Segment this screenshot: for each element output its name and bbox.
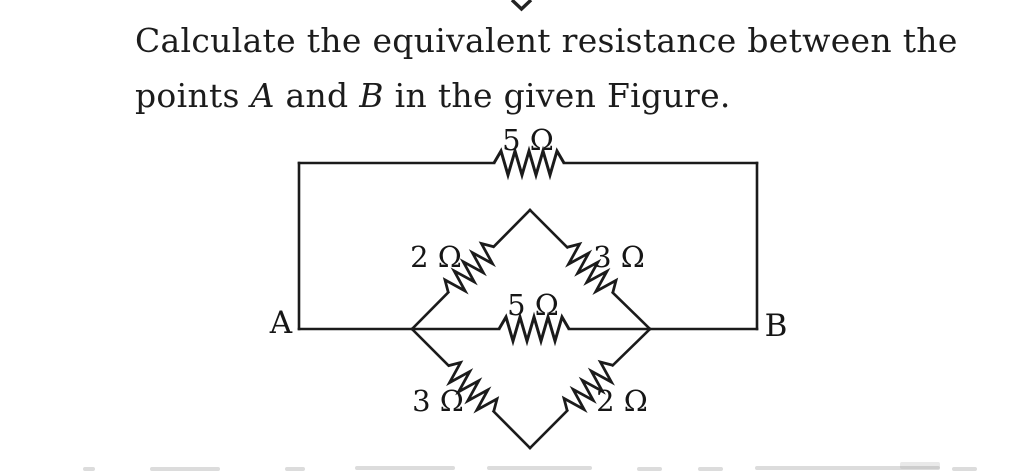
- wire-lower-left-branch: [410, 327, 532, 450]
- terminal-a-label: A: [269, 305, 293, 341]
- question-line2-part: and: [274, 76, 360, 115]
- cropped-text-fragment: [150, 467, 220, 471]
- cropped-text-fragment: [285, 467, 305, 471]
- cropped-text-fragment: [487, 466, 592, 470]
- resistor-label-top: 5 Ω: [502, 123, 554, 157]
- wire-lower-right-branch: [528, 327, 652, 450]
- cropped-text-fragment: [698, 467, 723, 471]
- point-b-italic: B: [359, 76, 384, 115]
- question-line2-part: points: [135, 76, 251, 115]
- resistor-label-lower-left: 3 Ω: [412, 384, 464, 418]
- cropped-text-fragment: [755, 466, 940, 470]
- cropped-text-fragment: [355, 466, 455, 470]
- resistor-label-middle: 5 Ω: [507, 288, 559, 322]
- cropped-text-fragment: [900, 462, 940, 469]
- resistor-label-upper-right: 3 Ω: [593, 240, 645, 274]
- wire-upper-left-branch: [410, 208, 532, 331]
- question-line1: Calculate the equivalent resistance betw…: [135, 21, 958, 60]
- question-text: Calculate the equivalent resistance betw…: [135, 13, 958, 123]
- question-line2: points A and B in the given Figure.: [135, 76, 731, 115]
- cropped-text-fragment: [952, 467, 977, 471]
- resistor-label-upper-left: 2 Ω: [410, 240, 462, 274]
- chevron-down-icon: [510, 0, 533, 12]
- resistor-label-lower-right: 2 Ω: [596, 384, 648, 418]
- point-a-italic: A: [250, 76, 275, 115]
- terminal-b-label: B: [765, 308, 788, 344]
- cropped-text-fragment: [83, 467, 95, 471]
- wire-upper-right-branch: [528, 208, 652, 331]
- question-line2-part: in the given Figure.: [383, 76, 731, 115]
- cropped-text-fragment: [637, 467, 662, 471]
